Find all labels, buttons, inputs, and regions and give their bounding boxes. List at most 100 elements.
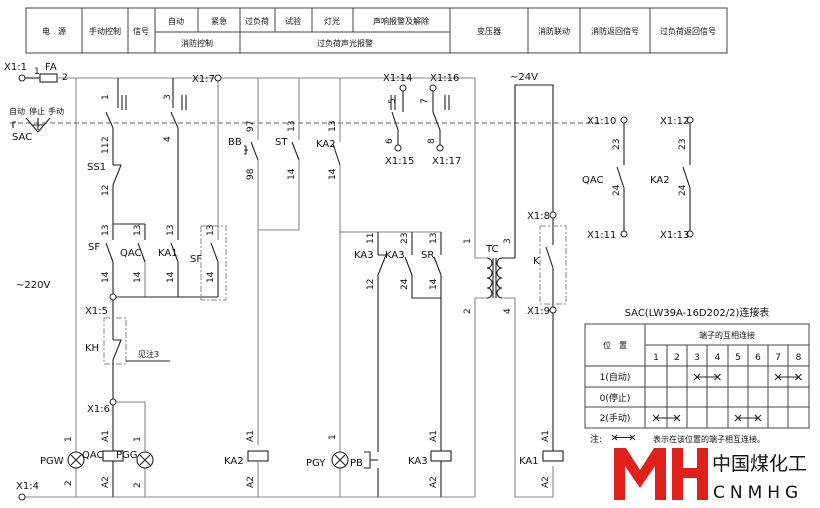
table-terminal-header: 端子的互相连接 <box>699 330 755 340</box>
label-sf1: SF <box>88 242 100 253</box>
pin-number: 11 <box>366 233 376 244</box>
label-pgg: PGG <box>116 450 138 461</box>
pin-number: 23 <box>400 233 410 244</box>
pin-number: 2 <box>463 308 473 314</box>
header-overload-return: 过负荷返回信号 <box>660 26 716 36</box>
lamp-pgg-icon <box>136 451 154 469</box>
pin-number: 14 <box>101 271 111 283</box>
label-st: ST <box>275 137 288 148</box>
label-ka2-coil: KA2 <box>224 456 244 467</box>
pin-number: 2 <box>64 480 74 486</box>
label-pb: PB <box>350 458 363 469</box>
table-title: SAC(LW39A-16D202/2)连接表 <box>625 306 770 319</box>
fuse-fa <box>39 73 58 83</box>
pin-number: 14 <box>429 278 439 290</box>
terminal-label: X1:13 <box>660 230 689 241</box>
label-fa: FA <box>45 62 57 73</box>
header-overload-alarm: 过负荷声光报警 <box>317 38 373 48</box>
note-3: 见注3 <box>138 349 159 359</box>
coil-ka2 <box>247 450 269 462</box>
pin-number: A2 <box>101 476 111 488</box>
pin-number: 2 <box>133 482 143 488</box>
terminal-labels: X1:1 X1:7 X1:14 X1:16 X1:15 X1:17 X1:5 X… <box>4 62 689 492</box>
header-light: 灯光 <box>324 16 340 26</box>
header-emergency: 紧急 <box>211 16 227 26</box>
pin-number: 14 <box>287 168 297 180</box>
pin-number: 13 <box>287 121 297 132</box>
pin-number: 24 <box>400 278 410 290</box>
pin-number: 3 <box>163 94 173 100</box>
pin-number: A1 <box>429 430 439 442</box>
pin-number: 1 <box>64 436 74 442</box>
label-sac: SAC <box>12 132 32 143</box>
pin-number: 1 <box>101 94 111 100</box>
table-note-text: 表示在该位置的端子相互连接。 <box>653 434 765 444</box>
terminal-label: X1:11 <box>587 230 616 241</box>
lamp-pgw-icon <box>67 451 85 469</box>
table-terminal-number: 5 <box>735 353 741 363</box>
voltage-220v: ~220V <box>16 280 50 291</box>
terminal-label: X1:5 <box>85 306 108 317</box>
pin-number: 23 <box>612 139 622 150</box>
header-transformer: 变压器 <box>477 26 501 36</box>
logo-text-cn: 中国煤化工 <box>712 453 807 475</box>
pin-number: 1 <box>133 436 143 442</box>
sac-switch-icon <box>12 117 51 133</box>
label-ka3-no: KA3 <box>385 250 405 261</box>
pin-number: 13 <box>101 225 111 236</box>
sac-position-stop: 停止 <box>29 106 45 116</box>
label-qac-contact: QAC <box>120 248 142 259</box>
label-sr: SR <box>421 250 434 261</box>
label-ka3-nc: KA3 <box>354 250 374 261</box>
pin-number: 13 <box>133 225 143 236</box>
table-terminal-number: 3 <box>694 353 700 363</box>
table-terminal-number: 8 <box>796 353 802 363</box>
table-terminal-number: 2 <box>674 353 680 363</box>
pin-number: 13 <box>429 233 439 244</box>
logo-mark <box>614 448 708 500</box>
table-terminal-number: 7 <box>775 353 781 363</box>
pin-number: A1 <box>101 430 111 442</box>
header-test: 试验 <box>285 16 301 26</box>
terminal-label: X1:8 <box>527 211 550 222</box>
pin-number: 1 <box>34 67 40 77</box>
terminal-label: X1:16 <box>430 73 459 84</box>
table-row-label: 1(自动) <box>600 371 631 383</box>
label-bb: BB <box>228 137 242 148</box>
label-ka2-return: KA2 <box>650 175 670 186</box>
voltage-24v: ~24V <box>510 72 538 83</box>
header-fire-control: 消防控制 <box>181 38 213 48</box>
header-manual: 手动控制 <box>89 26 121 36</box>
table-note-prefix: 注: <box>590 433 602 445</box>
table-terminal-number: 1 <box>653 353 659 363</box>
terminal-label: X1:17 <box>432 156 461 167</box>
header-power: 电 源 <box>42 26 66 36</box>
pin-number: 14 <box>206 271 216 283</box>
pin-number: 13 <box>328 121 338 132</box>
terminal-label: X1:9 <box>527 306 550 317</box>
table-row-label: 0(停止) <box>600 392 631 404</box>
connection-symbol-icon <box>611 434 636 441</box>
logo-text-en: CNMHG <box>713 483 803 503</box>
pin-number: 14 <box>328 168 338 180</box>
table-row-label: 2(手动) <box>600 412 631 424</box>
pin-number: 6 <box>385 138 395 144</box>
pin-number: A2 <box>429 476 439 488</box>
pin-number: 13 <box>206 225 216 236</box>
coil-ka3 <box>430 450 452 462</box>
label-k: K <box>533 256 540 267</box>
pin-number: 2 <box>62 73 68 83</box>
label-ss1: SS1 <box>87 162 106 173</box>
label-qac-return: QAC <box>582 175 604 186</box>
pin-number: 14 <box>166 271 176 283</box>
header-fire-return: 消防返回信号 <box>591 26 639 36</box>
pin-number: 7 <box>420 98 430 104</box>
pin-number: 12 <box>366 279 376 290</box>
pin-number: 2 <box>101 136 111 142</box>
pin-number: 4 <box>163 136 173 142</box>
table-position-header: 位 置 <box>603 340 627 350</box>
terminal-label: X1:14 <box>383 73 412 84</box>
terminal-connection-mark <box>734 414 762 422</box>
pin-number: 97 <box>246 121 256 132</box>
